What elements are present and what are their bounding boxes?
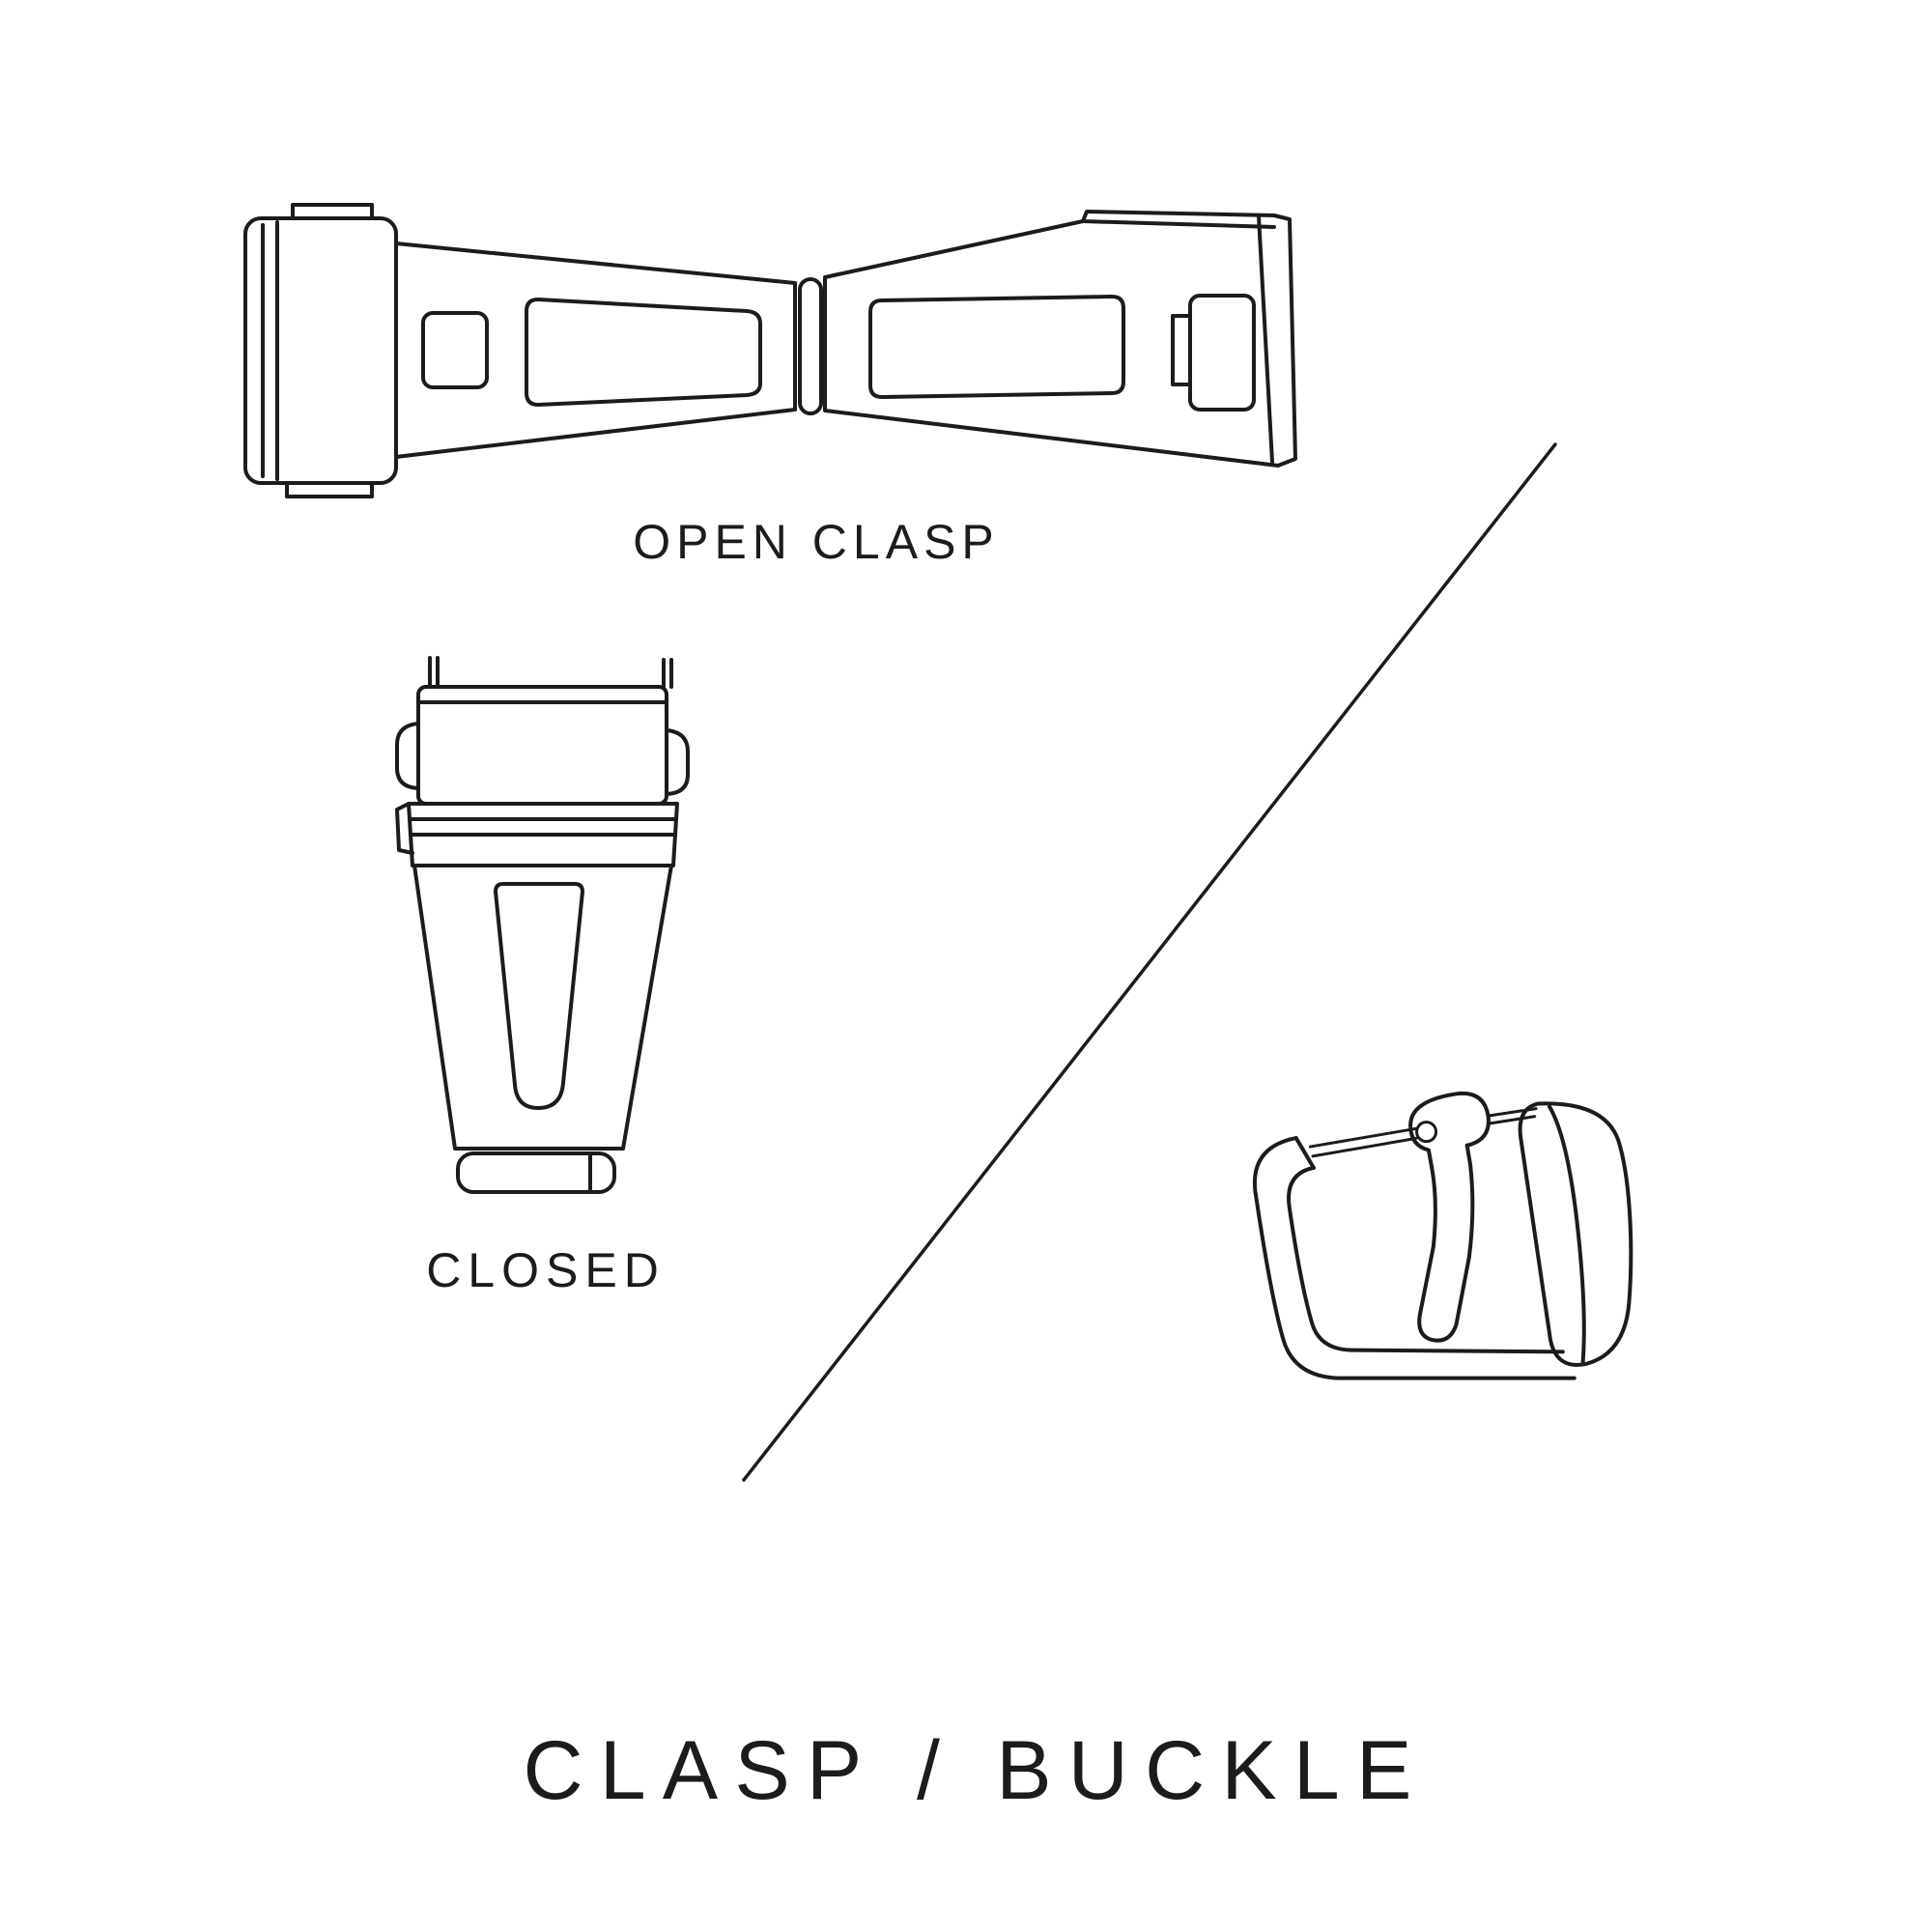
closed-clasp-cover: [416, 685, 668, 806]
pin-buckle-illustration: [1252, 1091, 1634, 1380]
clasp-right-arm: [823, 210, 1297, 468]
buckle-frame: [1252, 1136, 1577, 1380]
clasp-left-arm: [394, 242, 797, 459]
diagonal-divider: [742, 442, 1557, 1482]
closed-clasp-illustration: [395, 656, 690, 1194]
clasp-cover: [243, 216, 398, 485]
page-title: CLASP / BUCKLE: [523, 1724, 1429, 1817]
spring-bar-coil: [1415, 1121, 1438, 1144]
clasp-hinge: [798, 277, 823, 415]
buckle-tongue: [1408, 1091, 1491, 1343]
open-clasp-label: OPEN CLASP: [633, 515, 1000, 569]
buckle-right-bar: [1518, 1101, 1634, 1367]
closed-clasp-body: [412, 864, 673, 1151]
closed-clasp-label: CLOSED: [426, 1243, 666, 1297]
open-clasp-illustration: [243, 203, 1297, 498]
